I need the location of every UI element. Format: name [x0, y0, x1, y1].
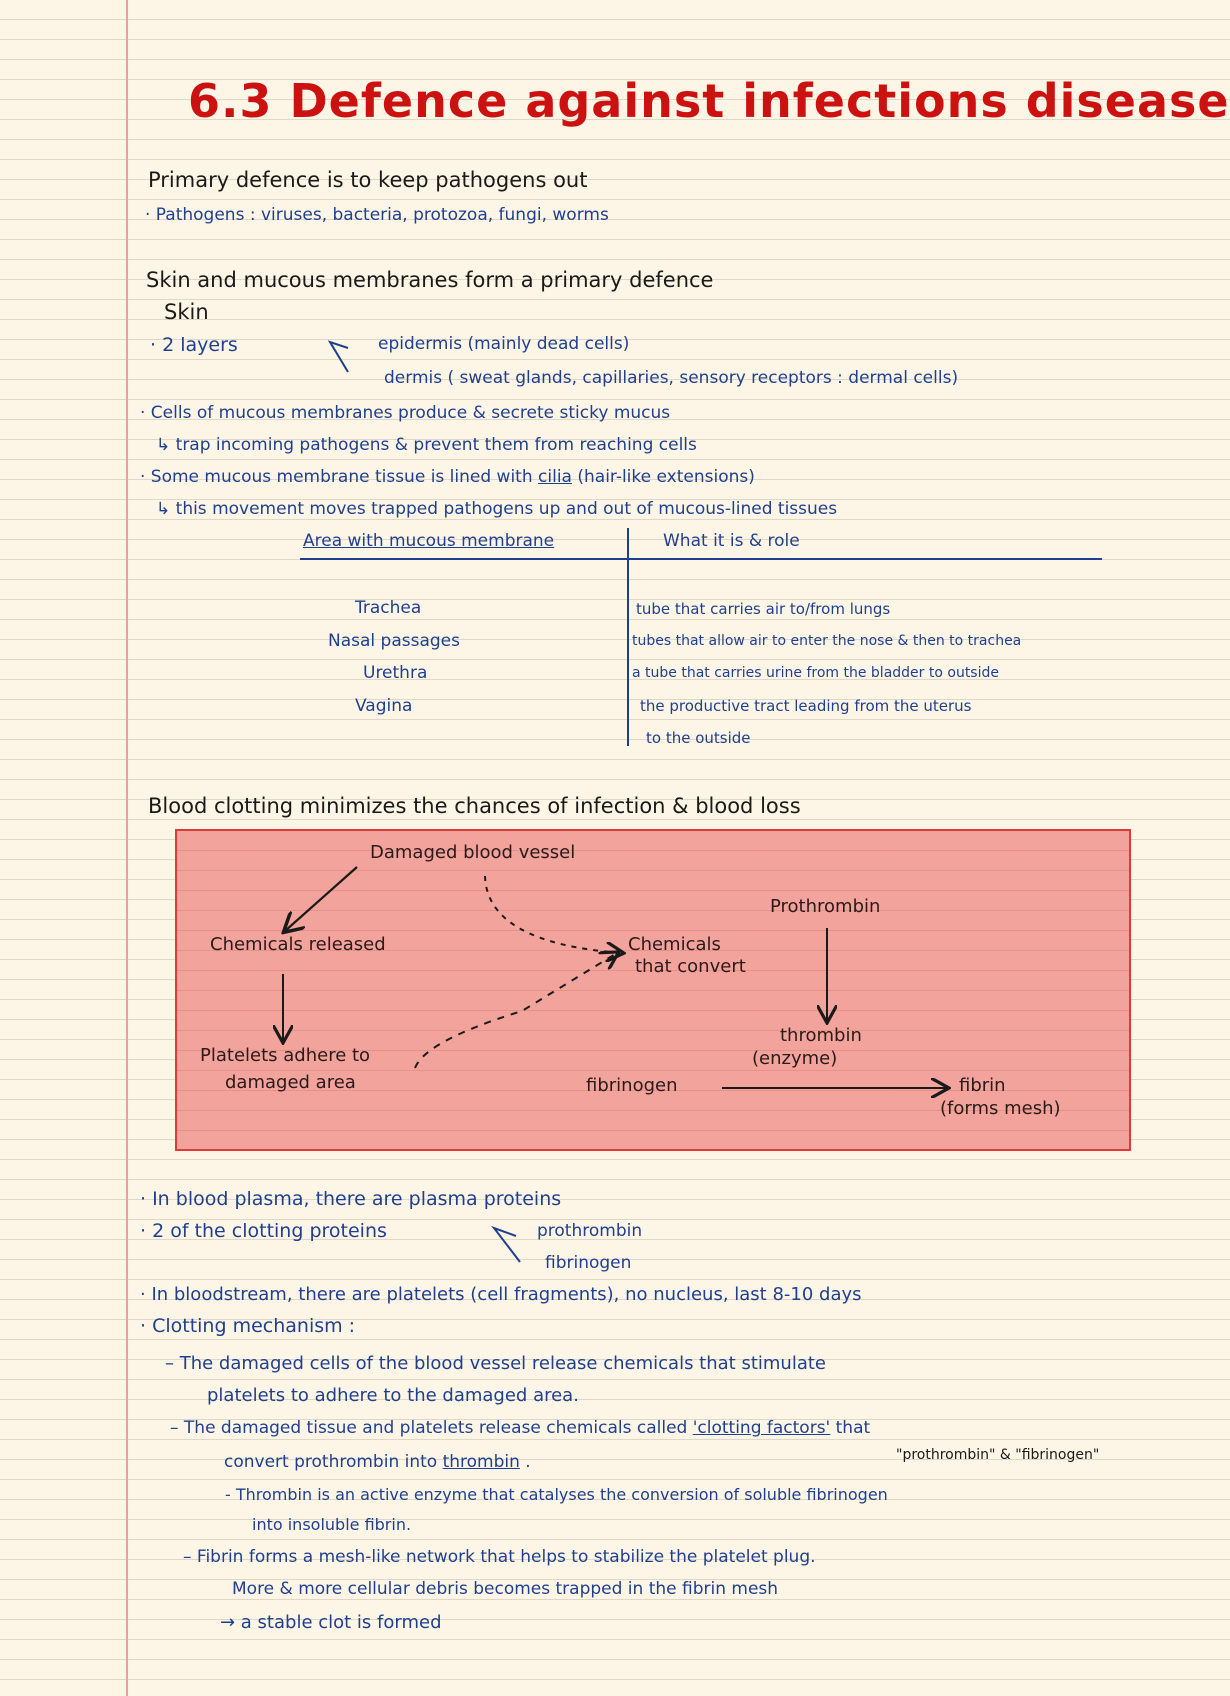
note-prothrombin: prothrombin — [537, 1221, 643, 1241]
proteins-bracket — [491, 1225, 521, 1263]
mucous-bullet-2a: ↳ this movement moves trapped pathogens … — [156, 499, 838, 519]
clotting-diagram: Damaged blood vessel Chemicals released … — [175, 829, 1131, 1151]
skin-layers: · 2 layers — [150, 334, 238, 356]
table-row-role: the productive tract leading from the ut… — [640, 697, 972, 715]
mechanism-step-3: - Thrombin is an active enzyme that cata… — [225, 1485, 888, 1504]
mechanism-result: → a stable clot is formed — [220, 1612, 442, 1633]
table-row-role: tube that carries air to/from lungs — [636, 600, 891, 618]
note-clotting-proteins: · 2 of the clotting proteins — [140, 1220, 387, 1242]
pathogens-list: · Pathogens : viruses, bacteria, protozo… — [145, 205, 609, 225]
arrow-platelets-to-convert — [414, 953, 617, 1069]
note-platelets: · In bloodstream, there are platelets (c… — [140, 1284, 862, 1305]
diagram-thrombin-enzyme: (enzyme) — [752, 1048, 838, 1069]
mechanism-step-4: – Fibrin forms a mesh-like network that … — [183, 1547, 816, 1567]
diagram-thrombin: thrombin — [780, 1025, 862, 1046]
skin-layers-bracket — [327, 340, 349, 373]
diagram-platelets-adhere: Platelets adhere to — [200, 1045, 371, 1066]
arrow-vessel-to-convert — [484, 875, 622, 953]
note-fibrinogen: fibrinogen — [545, 1253, 632, 1273]
mechanism-step-1-cont: platelets to adhere to the damaged area. — [207, 1385, 579, 1406]
note-plasma-proteins: · In blood plasma, there are plasma prot… — [140, 1188, 562, 1210]
mechanism-step-4-cont: More & more cellular debris becomes trap… — [232, 1579, 779, 1599]
diagram-damaged-vessel: Damaged blood vessel — [370, 842, 576, 863]
arrow-vessel-to-chemicals — [285, 866, 358, 931]
mucous-bullet-1a: ↳ trap incoming pathogens & prevent them… — [156, 435, 697, 455]
diagram-chemicals-released: Chemicals released — [210, 934, 386, 955]
epidermis-note: epidermis (mainly dead cells) — [378, 334, 630, 354]
table-row-role: a tube that carries urine from the bladd… — [632, 665, 999, 681]
table-header-role: What it is & role — [663, 531, 800, 551]
table-row-role-continued: to the outside — [646, 729, 751, 747]
table-header-rule — [300, 558, 1102, 560]
mechanism-step-2-cont: convert prothrombin into thrombin . — [224, 1452, 531, 1472]
mechanism-step-1: – The damaged cells of the blood vessel … — [165, 1353, 826, 1374]
dermis-note: dermis ( sweat glands, capillaries, sens… — [384, 368, 959, 388]
table-row-area: Nasal passages — [328, 631, 460, 651]
diagram-damaged-area: damaged area — [225, 1072, 356, 1093]
page-title: 6.3 Defence against infections disease — [188, 74, 1230, 128]
table-header-area: Area with mucous membrane — [303, 531, 555, 551]
diagram-fibrin-mesh: (forms mesh) — [940, 1098, 1061, 1119]
mucous-bullet-1: · Cells of mucous membranes produce & se… — [140, 403, 671, 423]
table-row-area: Vagina — [355, 696, 413, 716]
diagram-prothrombin: Prothrombin — [770, 896, 881, 917]
diagram-arrows — [177, 866, 1129, 1149]
mechanism-step-2-note: "prothrombin" & "fibrinogen" — [896, 1447, 1100, 1463]
table-row-area: Trachea — [355, 598, 422, 618]
table-row-area: Urethra — [363, 663, 428, 683]
mucous-bullet-2: · Some mucous membrane tissue is lined w… — [140, 467, 755, 487]
diagram-fibrin: fibrin — [959, 1075, 1006, 1096]
note-clotting-mechanism: · Clotting mechanism : — [140, 1315, 356, 1337]
table-row-role: tubes that allow air to enter the nose &… — [632, 633, 1022, 649]
blood-clotting-heading: Blood clotting minimizes the chances of … — [148, 794, 801, 818]
diagram-that-convert: that convert — [635, 956, 746, 977]
skin-subheading: Skin — [164, 300, 209, 324]
diagram-fibrinogen: fibrinogen — [586, 1075, 678, 1096]
skin-heading: Skin and mucous membranes form a primary… — [146, 268, 714, 292]
mechanism-step-3-cont: into insoluble fibrin. — [252, 1515, 412, 1534]
diagram-chemicals-convert: Chemicals — [628, 934, 721, 955]
mechanism-step-2: – The damaged tissue and platelets relea… — [170, 1418, 871, 1438]
table-column-rule — [627, 528, 629, 746]
notebook-margin-line — [126, 0, 128, 1696]
primary-defence-heading: Primary defence is to keep pathogens out — [148, 168, 588, 192]
